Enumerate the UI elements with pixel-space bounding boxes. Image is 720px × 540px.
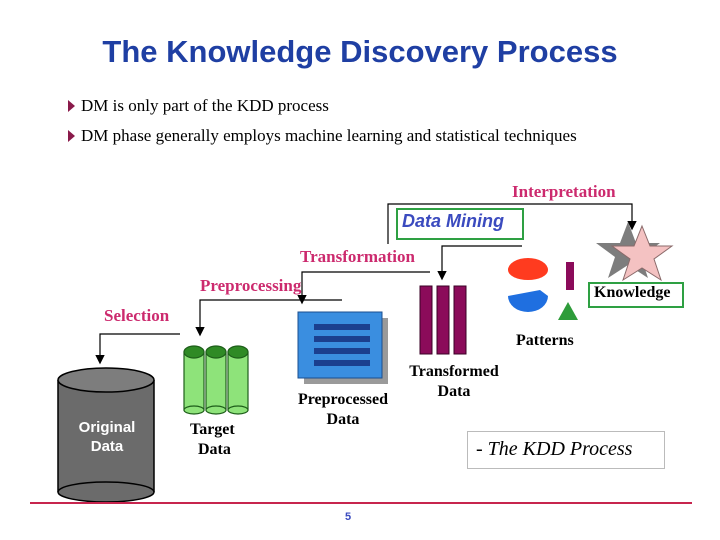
bullet-item-1: DM is only part of the KDD process [68,96,329,116]
original-data-cylinder [57,367,155,503]
page-number: 5 [345,511,352,523]
interpretation-step-label: Interpretation [512,182,616,201]
transformed-data-bars [419,285,467,355]
original-data-label-line-2: Data [90,438,124,455]
preprocessed-data-label-line-2: Data [326,411,360,428]
caption-box [467,431,665,469]
data-mining-arrow [437,245,522,281]
target-data-label: Target Data [190,420,235,460]
selection-step-label: Selection [104,306,170,325]
pattern-blue-shape [508,290,548,312]
patterns-shapes [508,258,578,320]
target-data-cylinders [183,345,249,415]
target-data-label-line-1: Target [190,421,235,438]
bullet-text-1: DM is only part of the KDD process [81,96,329,115]
knowledge-star-icon [596,222,674,282]
transformation-arrow [297,271,430,305]
transformed-data-label: Transformed Data [400,362,508,402]
patterns-label: Patterns [516,332,574,349]
bullet-item-2: DM phase generally employs machine learn… [68,126,577,146]
preprocessed-data-label-line-1: Preprocessed [297,391,389,408]
knowledge-label: Knowledge [594,284,671,301]
slide-title: The Knowledge Discovery Process [102,34,618,69]
transformed-data-label-line-1: Transformed [409,363,499,380]
triangle-bullet-icon [68,100,75,112]
selection-arrow [95,333,180,365]
preprocessed-data-document [297,311,388,384]
diagram-caption: - The KDD Process [476,438,633,460]
knowledge-box [588,282,684,308]
triangle-bullet-icon [68,130,75,142]
interpretation-arrow [387,203,637,244]
data-mining-box [396,208,524,240]
transformation-step-label: Transformation [300,247,415,266]
pattern-green-triangle [558,302,578,320]
target-data-label-line-2: Data [198,441,231,458]
transformed-data-label-line-2: Data [437,383,471,400]
original-data-label: Original Data [66,418,148,456]
data-mining-step-label: Data Mining [402,211,504,231]
original-data-label-line-1: Original [78,419,136,436]
preprocessing-step-label: Preprocessing [200,276,302,295]
connector-arrows [95,203,637,365]
preprocessing-arrow [195,299,342,337]
preprocessed-data-label: Preprocessed Data [290,390,396,430]
pattern-bar [566,262,574,290]
bullet-text-2: DM phase generally employs machine learn… [81,126,577,145]
pattern-red-ellipse [508,260,548,280]
footer-divider [30,502,692,504]
